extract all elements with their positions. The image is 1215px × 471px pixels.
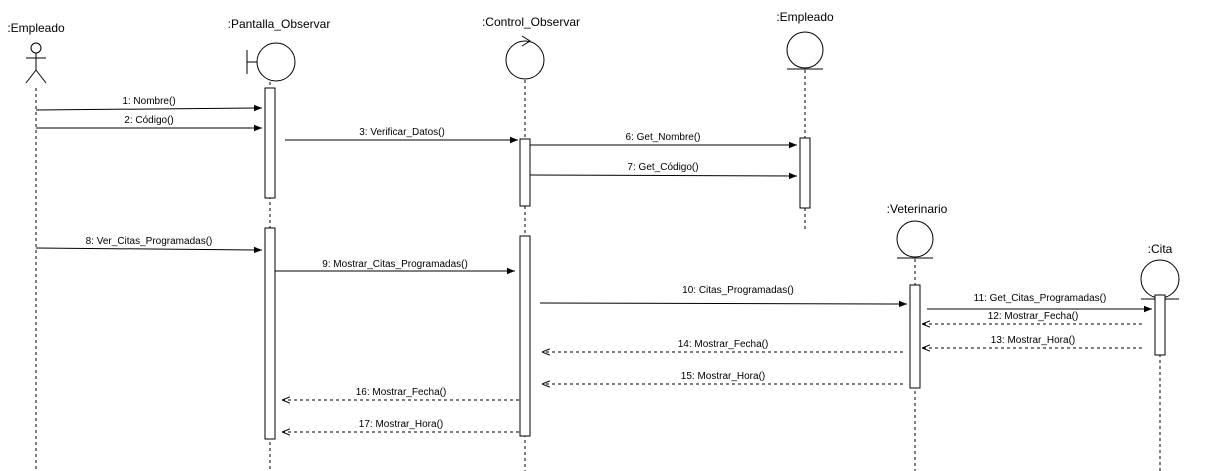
message-10: 10: Citas_Programadas() (539, 285, 908, 308)
message-label: 14: Mostrar_Fecha() (678, 339, 769, 350)
message-label: 11: Get_Citas_Programadas() (974, 293, 1107, 304)
activation-bar (264, 87, 276, 199)
message-3: 3: Verificar_Datos() (285, 127, 518, 144)
activation-bar (1154, 294, 1166, 356)
actor-icon (25, 42, 47, 84)
participant-label: :Pantalla_Observar (228, 17, 331, 31)
message-16: 16: Mostrar_Fecha() (282, 387, 519, 400)
entity-icon (786, 31, 824, 70)
message-8: 8: Ver_Citas_Programadas() (35, 236, 263, 254)
message-17: 17: Mostrar_Hora() (282, 419, 519, 432)
participant-empleado-entity: :Empleado (776, 10, 834, 230)
message-label: 10: Citas_Programadas() (682, 285, 794, 296)
control-icon (505, 35, 545, 80)
participant-label: :Cita (1148, 242, 1173, 256)
message-12: 12: Mostrar_Fecha() (922, 311, 1142, 324)
participant-pantalla-observar: :Pantalla_Observar (228, 17, 331, 471)
message-15: 15: Mostrar_Hora() (542, 371, 903, 384)
message-13: 13: Mostrar_Hora() (922, 335, 1142, 348)
message-1: 1: Nombre() (35, 96, 263, 112)
message-2: 2: Código() (36, 115, 262, 132)
participant-label: :Control_Observar (482, 15, 580, 29)
message-label: 12: Mostrar_Fecha() (988, 311, 1079, 322)
message-label: 13: Mostrar_Hora() (991, 335, 1075, 346)
message-label: 3: Verificar_Datos() (359, 127, 445, 138)
activation-bar (264, 227, 276, 440)
participant-label: :Empleado (776, 10, 834, 24)
activation-bar (799, 137, 811, 209)
message-14: 14: Mostrar_Fecha() (542, 339, 903, 352)
participant-control-observar: :Control_Observar (482, 15, 580, 471)
message-label: 15: Mostrar_Hora() (681, 371, 765, 382)
message-9: 9: Mostrar_Citas_Programadas() (275, 259, 515, 275)
message-label: 17: Mostrar_Hora() (359, 419, 443, 430)
participant-label: :Empleado (7, 21, 65, 35)
message-label: 2: Código() (124, 115, 173, 126)
participant-empleado-actor: :Empleado (7, 21, 65, 471)
message-label: 1: Nombre() (122, 96, 175, 107)
message-11: 11: Get_Citas_Programadas() (927, 293, 1152, 313)
participant-cita: :Cita (1140, 242, 1180, 471)
participant-veterinario: :Veterinario (887, 202, 948, 471)
participant-label: :Veterinario (887, 202, 948, 216)
activation-bar (519, 235, 531, 437)
message-label: 9: Mostrar_Citas_Programadas() (322, 259, 468, 270)
message-label: 6: Get_Nombre() (625, 132, 700, 143)
message-label: 16: Mostrar_Fecha() (356, 387, 447, 398)
activation-bar (519, 138, 531, 207)
message-7: 7: Get_Código() (529, 162, 798, 180)
entity-icon (896, 220, 934, 259)
entity-icon (1140, 259, 1180, 300)
message-6: 6: Get_Nombre() (530, 132, 797, 149)
boundary-icon (246, 42, 296, 82)
message-label: 8: Ver_Citas_Programadas() (86, 236, 213, 247)
message-label: 7: Get_Código() (627, 162, 698, 173)
activation-bar (909, 284, 921, 389)
